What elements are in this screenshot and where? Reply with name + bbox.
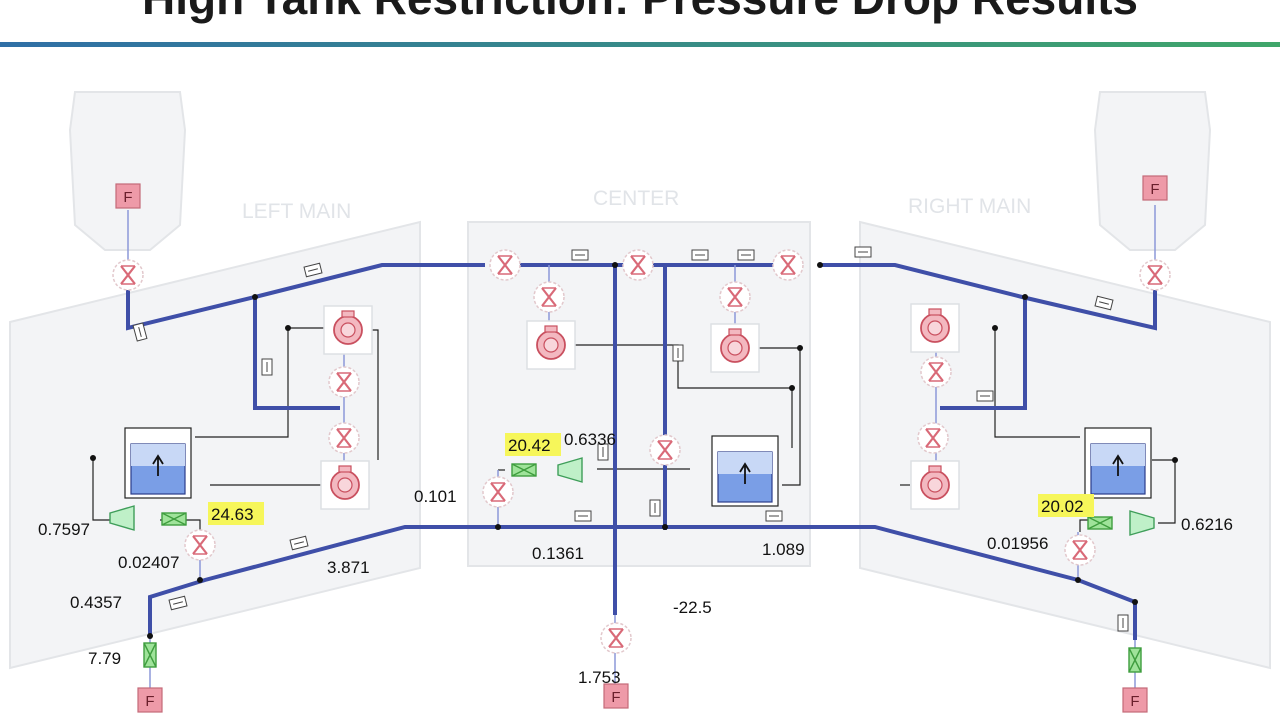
sensor-icon[interactable] xyxy=(672,344,684,362)
junction-nodes xyxy=(90,262,1178,639)
value-center-left-line: 0.101 xyxy=(414,487,457,506)
valve-icon[interactable] xyxy=(532,280,566,314)
valve-icon[interactable] xyxy=(1138,258,1172,292)
valve-icon[interactable] xyxy=(718,280,752,314)
fuel-tank-icon[interactable]: F xyxy=(1122,687,1148,713)
valve-icon[interactable] xyxy=(183,528,217,562)
value-left-main-line: 3.871 xyxy=(327,558,370,577)
sensor-icon[interactable] xyxy=(765,510,783,522)
zone-label-right-main: RIGHT MAIN xyxy=(908,195,1031,218)
heat-exchanger-icon[interactable] xyxy=(1084,427,1152,499)
title-accent-bar xyxy=(0,42,1280,47)
sensor-icon[interactable] xyxy=(649,499,661,517)
value-center-outlet: 1.753 xyxy=(578,668,621,687)
fuel-tank-letter: F xyxy=(1150,181,1159,198)
valve-icon[interactable] xyxy=(481,475,515,509)
value-left-valve-flow: 0.7597 xyxy=(38,520,90,539)
value-left-valve-drop: 24.63 xyxy=(211,505,254,524)
zone-label-left-main: LEFT MAIN xyxy=(242,200,351,223)
pump-icon[interactable] xyxy=(526,320,576,370)
heat-exchanger-icon[interactable] xyxy=(711,435,779,507)
fuel-system-diagram: LEFT MAIN CENTER RIGHT MAIN xyxy=(9,91,1271,713)
value-center-right-line: 1.089 xyxy=(762,540,805,559)
pump-icon[interactable] xyxy=(710,323,760,373)
fuel-tank-letter: F xyxy=(145,693,154,710)
sensor-icon[interactable] xyxy=(737,249,755,261)
valve-icon[interactable] xyxy=(771,248,805,282)
page-title: High Tank Restriction: Pressure Drop Res… xyxy=(0,0,1280,26)
filter-icon[interactable] xyxy=(161,512,187,526)
pump-icon[interactable] xyxy=(320,460,370,510)
highlight-box xyxy=(1038,494,1094,517)
valve-icon[interactable] xyxy=(621,248,655,282)
fuel-tank-letter: F xyxy=(1130,693,1139,710)
valve-icon[interactable] xyxy=(1063,533,1097,567)
valve-icon[interactable] xyxy=(648,433,682,467)
highlight-box xyxy=(208,502,264,525)
valve-icon[interactable] xyxy=(327,365,361,399)
fuel-tank-icon[interactable]: F xyxy=(1142,175,1168,201)
filter-icon[interactable] xyxy=(511,463,537,477)
fuel-tank-icon[interactable]: F xyxy=(137,687,163,713)
heat-exchanger-icon[interactable] xyxy=(124,427,192,499)
pump-icon[interactable] xyxy=(910,460,960,510)
sensor-icon[interactable] xyxy=(574,510,592,522)
sensor-icon[interactable] xyxy=(854,246,872,258)
valve-icon[interactable] xyxy=(919,355,953,389)
sensor-icon[interactable] xyxy=(976,390,994,402)
filter-icon[interactable] xyxy=(143,642,157,668)
value-center-valve-flow: 0.6336 xyxy=(564,430,616,449)
valve-icon[interactable] xyxy=(488,248,522,282)
valve-icon[interactable] xyxy=(599,621,633,655)
sensor-icon[interactable] xyxy=(1117,614,1129,632)
fuel-tank-icon[interactable]: F xyxy=(115,183,141,209)
value-center-line: 0.1361 xyxy=(532,544,584,563)
sensor-icon[interactable] xyxy=(261,358,273,376)
value-center-valve-drop: 20.42 xyxy=(508,436,551,455)
left-main-tank-outline xyxy=(9,91,421,670)
fuel-tank-letter: F xyxy=(123,189,132,206)
zone-label-center: CENTER xyxy=(593,187,679,210)
value-center-feed-drop: -22.5 xyxy=(673,598,712,617)
fuel-tank-letter: F xyxy=(611,689,620,706)
filter-icon[interactable] xyxy=(1128,647,1142,673)
valve-icon[interactable] xyxy=(916,421,950,455)
sensor-icon[interactable] xyxy=(571,249,589,261)
value-left-restrictor-drop: 0.02407 xyxy=(118,553,179,572)
pump-icon[interactable] xyxy=(323,305,373,355)
valve-icon[interactable] xyxy=(111,258,145,292)
pump-icon[interactable] xyxy=(910,303,960,353)
highlight-box xyxy=(505,433,561,456)
valve-icon[interactable] xyxy=(327,421,361,455)
sensor-icon[interactable] xyxy=(691,249,709,261)
fuel-tank-icon[interactable]: F xyxy=(603,683,629,709)
value-right-valve-drop: 20.02 xyxy=(1041,497,1084,516)
value-left-filter-drop: 7.79 xyxy=(88,649,121,668)
right-main-tank-outline xyxy=(859,91,1271,670)
value-left-pipe-drop: 0.4357 xyxy=(70,593,122,612)
value-right-valve-flow: 0.6216 xyxy=(1181,515,1233,534)
value-right-restrictor-drop: 0.01956 xyxy=(987,534,1048,553)
filter-icon[interactable] xyxy=(1087,516,1113,530)
